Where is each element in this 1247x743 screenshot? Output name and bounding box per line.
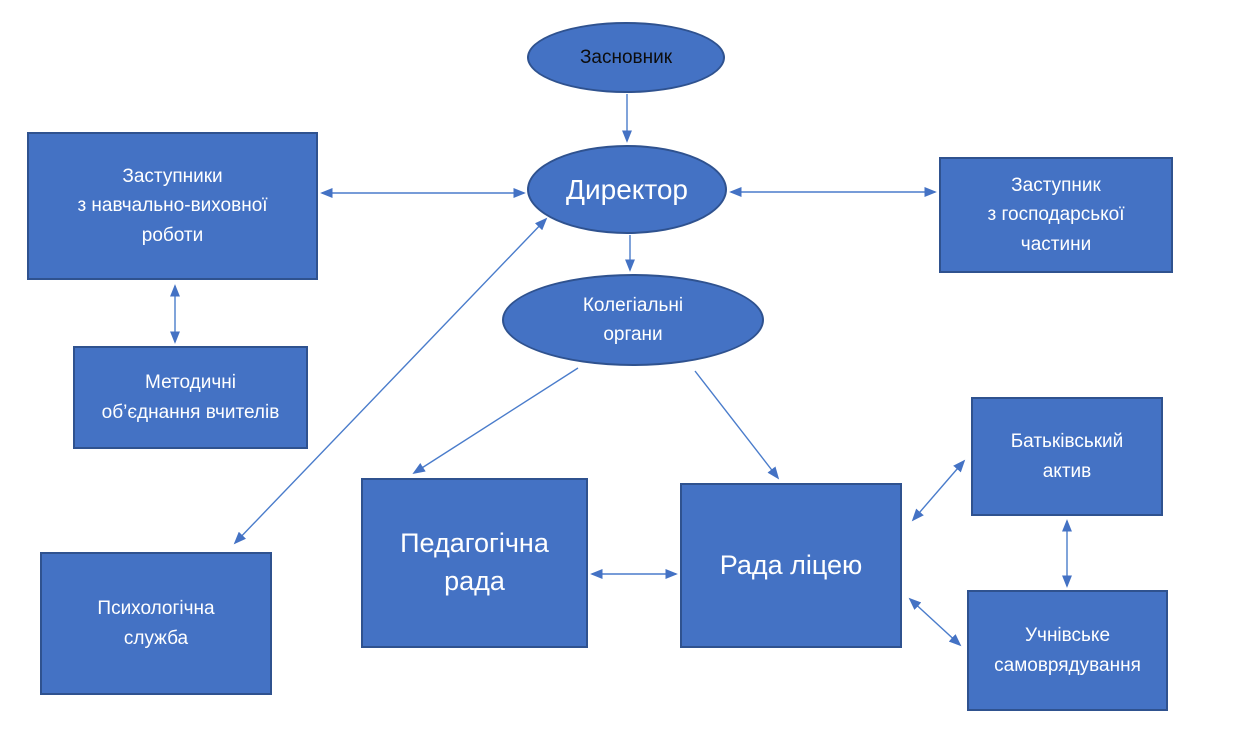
edge-lyceum-student: [908, 597, 962, 647]
node-director-label: Директор: [566, 173, 688, 205]
node-director: Директор: [527, 145, 727, 234]
node-student-government-label: Учнівське самоврядування: [994, 625, 1141, 676]
node-deputy-economic-label: Заступник з господарської частини: [987, 174, 1125, 255]
edge-director-psychological: [233, 217, 548, 545]
node-student-government: Учнівське самоврядування: [967, 590, 1168, 711]
node-lyceum-council: Рада ліцею: [680, 483, 902, 648]
node-parents-active: Батьківський актив: [971, 397, 1163, 516]
edge-collegial-lyceum: [694, 370, 780, 480]
edge-lyceum-parents: [911, 459, 966, 522]
node-deputies-educational: Заступники з навчально-виховної роботи: [27, 132, 318, 280]
node-deputies-educational-label: Заступники з навчально-виховної роботи: [77, 165, 268, 246]
node-pedagogical-council: Педагогічна рада: [361, 478, 588, 648]
node-methodical-associations-label: Методичні об’єднання вчителів: [101, 372, 280, 423]
node-collegial-bodies: Колегіальні органи: [502, 274, 764, 366]
node-deputy-economic: Заступник з господарської частини: [939, 157, 1173, 273]
node-psychological-service: Психологічна служба: [40, 552, 272, 695]
node-pedagogical-council-label: Педагогічна рада: [400, 528, 549, 596]
edge-collegial-pedagogical: [412, 367, 579, 475]
node-methodical-associations: Методичні об’єднання вчителів: [73, 346, 308, 449]
node-founder-label: Засновник: [579, 46, 673, 68]
node-collegial-bodies-label: Колегіальні органи: [582, 294, 684, 345]
node-lyceum-council-label: Рада ліцею: [719, 549, 863, 580]
node-founder: Засновник: [527, 22, 725, 93]
node-psychological-service-label: Психологічна служба: [97, 598, 215, 649]
node-parents-active-label: Батьківський актив: [1010, 431, 1124, 482]
